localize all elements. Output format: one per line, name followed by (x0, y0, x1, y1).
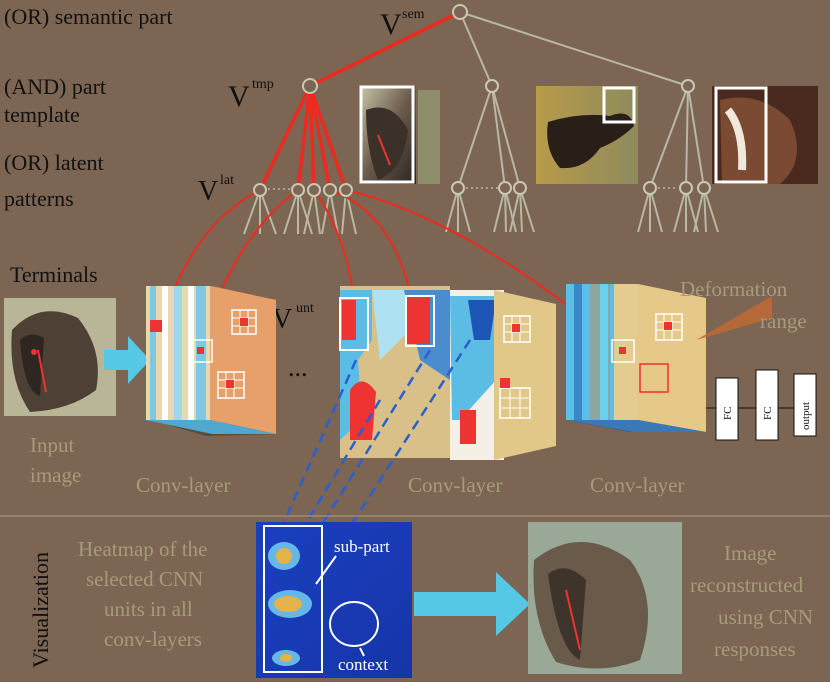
conv-layer-label-3: Conv-layer (590, 473, 684, 497)
heatmap-caption: Heatmap of the selected CNN units in all… (78, 537, 207, 651)
sub-part-label: sub-part (334, 537, 390, 556)
input-image-label-1: Input (30, 433, 74, 457)
input-image (4, 298, 116, 416)
and-template-label-2: template (4, 102, 80, 127)
input-image-label-2: image (30, 463, 81, 487)
template-image-3 (712, 86, 818, 184)
or-latent-label-1: (OR) latent (4, 150, 104, 175)
v-lat-symbol: V (198, 176, 218, 207)
conv-layer-1-block (146, 286, 276, 436)
and-template-label-1: (AND) part (4, 74, 106, 99)
template-image-2 (536, 86, 638, 184)
heatmap-image (256, 522, 412, 678)
graph-highlight-edges (258, 10, 461, 191)
conv-layer-3-block (566, 284, 772, 432)
fc-label-2: FC (762, 407, 774, 420)
v-sem-symbol: V (380, 8, 402, 41)
node-v-sem (452, 4, 468, 20)
fc-box-1 (715, 377, 739, 441)
v-sem-sup: sem (402, 7, 425, 22)
heatmap-caption-3: units in all (104, 597, 193, 621)
deformation-label-1: Deformation (680, 277, 788, 301)
terminals-label: Terminals (10, 262, 98, 287)
v-lat-sup: lat (220, 173, 234, 188)
deformation-range-wedge (696, 296, 772, 340)
conv-layer-2-maps (339, 286, 556, 460)
v-tmp-symbol: V (228, 80, 250, 113)
or-latent-label-2: patterns (4, 186, 74, 211)
output-box (793, 373, 817, 437)
context-label: context (338, 655, 388, 674)
reconstruction-caption: Image reconstructed using CNN responses (690, 541, 813, 661)
template-image-1 (359, 85, 440, 184)
output-label: output (800, 402, 812, 430)
recon-caption-2: reconstructed (690, 573, 804, 597)
graph-level-labels: (OR) semantic part (AND) part template (… (4, 4, 173, 287)
heatmap-caption-4: conv-layers (104, 627, 202, 651)
fc-label-1: FC (722, 407, 734, 420)
node-v-lat (253, 183, 267, 197)
heatmap-caption-2: selected CNN (86, 567, 203, 591)
conv-layer-label-2: Conv-layer (408, 473, 502, 497)
recon-caption-3: using CNN (718, 605, 813, 629)
recon-caption-4: responses (714, 637, 796, 661)
graph-plain-edges (243, 11, 719, 235)
reconstructed-image (528, 522, 682, 674)
v-tmp-sup: tmp (252, 77, 274, 92)
deformation-label-2: range (760, 309, 807, 333)
v-unt-symbol: V (272, 304, 292, 335)
or-semantic-label: (OR) semantic part (4, 4, 173, 29)
fc-stack: FC FC output (706, 369, 817, 441)
fc-box-2 (755, 369, 779, 441)
node-symbols: V sem V tmp V lat V unt (198, 7, 425, 335)
conv-labels: Input image Conv-layer Conv-layer Conv-l… (30, 277, 807, 497)
v-unt-sup: unt (296, 301, 314, 316)
visualization-label: Visualization (28, 552, 53, 668)
graph-dotted-links (268, 187, 678, 190)
conv-layer-label-1: Conv-layer (136, 473, 230, 497)
node-v-tmp (302, 78, 318, 94)
reconstruct-arrow (414, 572, 530, 636)
context-ellipse (329, 601, 379, 647)
ellipsis: ... (288, 353, 308, 382)
input-arrow (104, 336, 150, 384)
heatmap-caption-1: Heatmap of the (78, 537, 207, 561)
graph-nodes (253, 4, 711, 197)
recon-caption-1: Image (724, 541, 776, 565)
